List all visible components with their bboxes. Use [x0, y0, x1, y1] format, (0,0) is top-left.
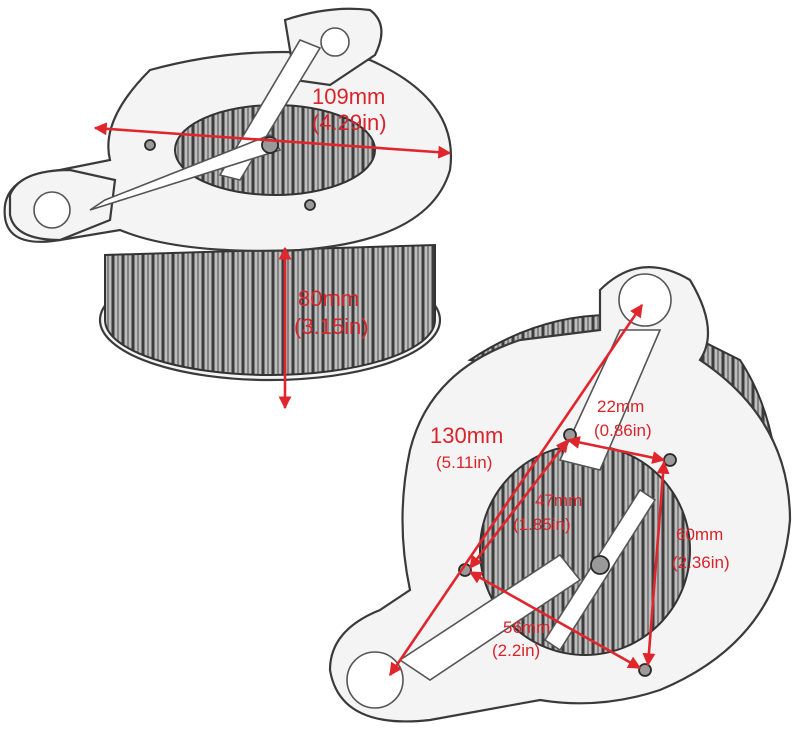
- arrow-spacing-right: [642, 460, 670, 667]
- screw-1: [144, 139, 156, 151]
- arrow-spacing-center: [468, 438, 570, 570]
- label-spacing-top-mm: 22mm: [597, 397, 644, 416]
- mount-hole-upper: [618, 273, 672, 327]
- label-height-inch: (3.15in): [294, 314, 369, 339]
- label-height-mm: 80mm: [298, 286, 359, 311]
- dimension-labels: 109mm (4.29in) 80mm (3.15in) 130mm (5.11…: [294, 84, 730, 660]
- label-width-mm: 109mm: [312, 84, 385, 109]
- label-diagonal-mm: 130mm: [430, 423, 503, 448]
- label-spacing-top-inch: (0.86in): [594, 421, 652, 440]
- screw-b: [663, 453, 677, 467]
- label-spacing-right-inch: (2.36in): [672, 553, 730, 572]
- arrow-spacing-top: [566, 436, 666, 464]
- arrow-width-top: [93, 122, 452, 159]
- label-diagonal-inch: (5.11in): [436, 453, 492, 472]
- mount-hole-left: [33, 191, 71, 229]
- mount-hole-lower: [346, 651, 404, 709]
- screw-d: [638, 663, 652, 677]
- arrow-spacing-bottom: [468, 570, 642, 670]
- label-spacing-center-mm: 47mm: [535, 491, 582, 510]
- label-spacing-right-mm: 60mm: [676, 525, 723, 544]
- center-bolt-2: [590, 555, 610, 575]
- filter-element: [104, 243, 436, 376]
- label-spacing-bottom-inch: (2.2in): [492, 641, 540, 660]
- mount-hole-top: [320, 27, 350, 57]
- dimension-arrows: [93, 122, 670, 677]
- screw-2: [304, 199, 316, 211]
- top-view-product: [3, 7, 453, 382]
- label-width-inch: (4.29in): [312, 110, 387, 135]
- label-spacing-bottom-mm: 56mm: [503, 618, 550, 637]
- label-spacing-center-inch: (1.85in): [513, 515, 571, 534]
